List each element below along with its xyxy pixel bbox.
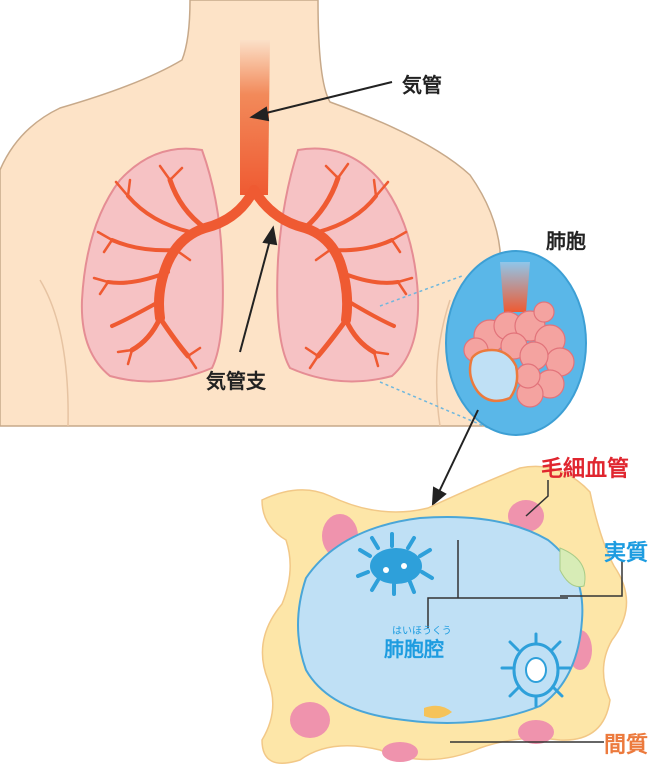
bronchi-label: 気管支 [206,369,267,393]
parenchyma-label: 実質 [604,540,648,566]
alveolar-cavity-reading: はいほうくう [392,625,452,637]
capillary-label: 毛細血管 [541,456,629,482]
alveolus-label: 肺胞 [546,229,586,253]
trachea-label: 気管 [402,73,442,97]
alveolar-cavity-label: 肺胞腔 [384,637,444,661]
interstitium-label: 間質 [604,733,648,758]
alveolar-duct [500,262,530,312]
